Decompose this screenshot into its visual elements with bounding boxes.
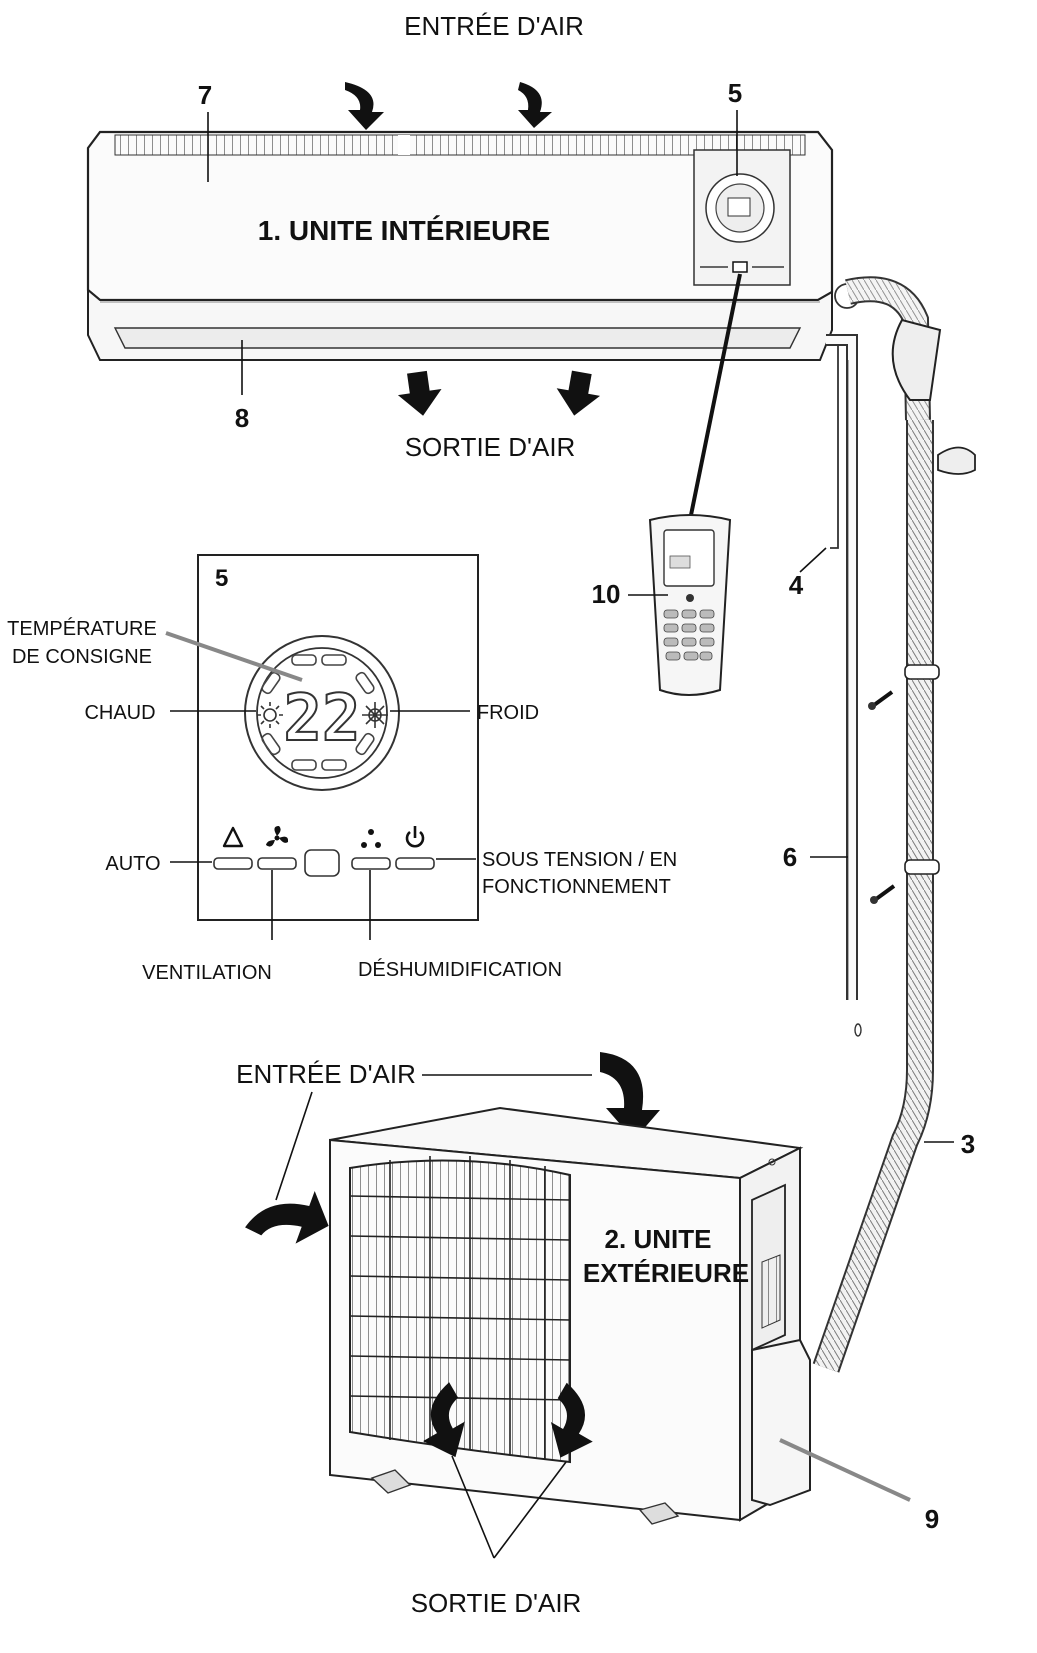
air-out-bottom-label: SORTIE D'AIR — [411, 1588, 582, 1618]
sun-icon — [257, 702, 283, 728]
air-in-arrow-icon — [345, 82, 384, 130]
snowflake-icon — [362, 702, 388, 728]
deshumidification-label: DÉSHUMIDIFICATION — [358, 958, 562, 981]
air-in-side-line — [275, 1091, 313, 1201]
temp-label-line1: TEMPÉRATURE — [7, 617, 157, 640]
power-icon — [405, 826, 425, 848]
panel-callout-5: 5 — [215, 565, 228, 592]
control-panel: 22 — [197, 554, 479, 921]
power-button[interactable] — [395, 857, 435, 870]
air-out-arrow-icon — [423, 1382, 465, 1458]
droplets-icon — [361, 829, 381, 848]
callout-3: 3 — [961, 1129, 975, 1159]
indoor-unit-label: 1. UNITE INTÉRIEURE — [258, 215, 550, 246]
fan-button[interactable] — [257, 857, 297, 870]
auto-button[interactable] — [213, 857, 253, 870]
callout-7: 7 — [198, 80, 212, 110]
air-out-arrow-icon — [550, 1382, 593, 1458]
froid-label: FROID — [477, 702, 539, 724]
auto-label: AUTO — [105, 853, 160, 875]
callout-9-line — [779, 1438, 911, 1502]
air-in-arrow-icon — [600, 1052, 660, 1140]
air-in-top-label: ENTRÉE D'AIR — [404, 11, 584, 41]
air-in-bottom-label: ENTRÉE D'AIR — [236, 1059, 416, 1089]
callout-6: 6 — [783, 842, 797, 872]
remote-control — [648, 514, 732, 696]
callout-4-line — [799, 547, 827, 573]
air-in-arrow-icon — [245, 1190, 329, 1244]
callout-4: 4 — [789, 570, 804, 600]
callout-10: 10 — [592, 579, 621, 609]
set-temperature-display: 22 — [283, 682, 360, 756]
dry-button[interactable] — [351, 857, 391, 870]
piping — [812, 276, 976, 1373]
power-label-line2: FONCTIONNEMENT — [482, 876, 671, 898]
triangle-icon — [222, 826, 244, 848]
callout-9: 9 — [925, 1504, 939, 1534]
outdoor-unit-label-line2: EXTÉRIEURE — [583, 1258, 749, 1288]
indoor-unit — [86, 130, 834, 361]
air-in-arrow-icon — [518, 82, 552, 128]
air-out-arrow-icon — [556, 370, 601, 416]
air-out-bottom-lines — [451, 1455, 567, 1559]
ventilation-label: VENTILATION — [142, 962, 272, 984]
panel-leader-lines — [165, 631, 476, 940]
power-label-line1: SOUS TENSION / EN — [482, 849, 677, 871]
outdoor-unit — [329, 1106, 811, 1525]
outdoor-unit-label-line1: 2. UNITE — [605, 1224, 712, 1254]
chaud-label: CHAUD — [84, 702, 155, 724]
callout-5-top: 5 — [728, 78, 742, 108]
air-out-top-label: SORTIE D'AIR — [405, 432, 576, 462]
temp-label-line2: DE CONSIGNE — [12, 646, 152, 668]
remote-leader-line — [688, 273, 742, 521]
air-out-arrow-icon — [397, 370, 442, 416]
fan-icon — [266, 826, 289, 847]
center-button[interactable] — [304, 849, 340, 877]
callout-8: 8 — [235, 403, 249, 433]
